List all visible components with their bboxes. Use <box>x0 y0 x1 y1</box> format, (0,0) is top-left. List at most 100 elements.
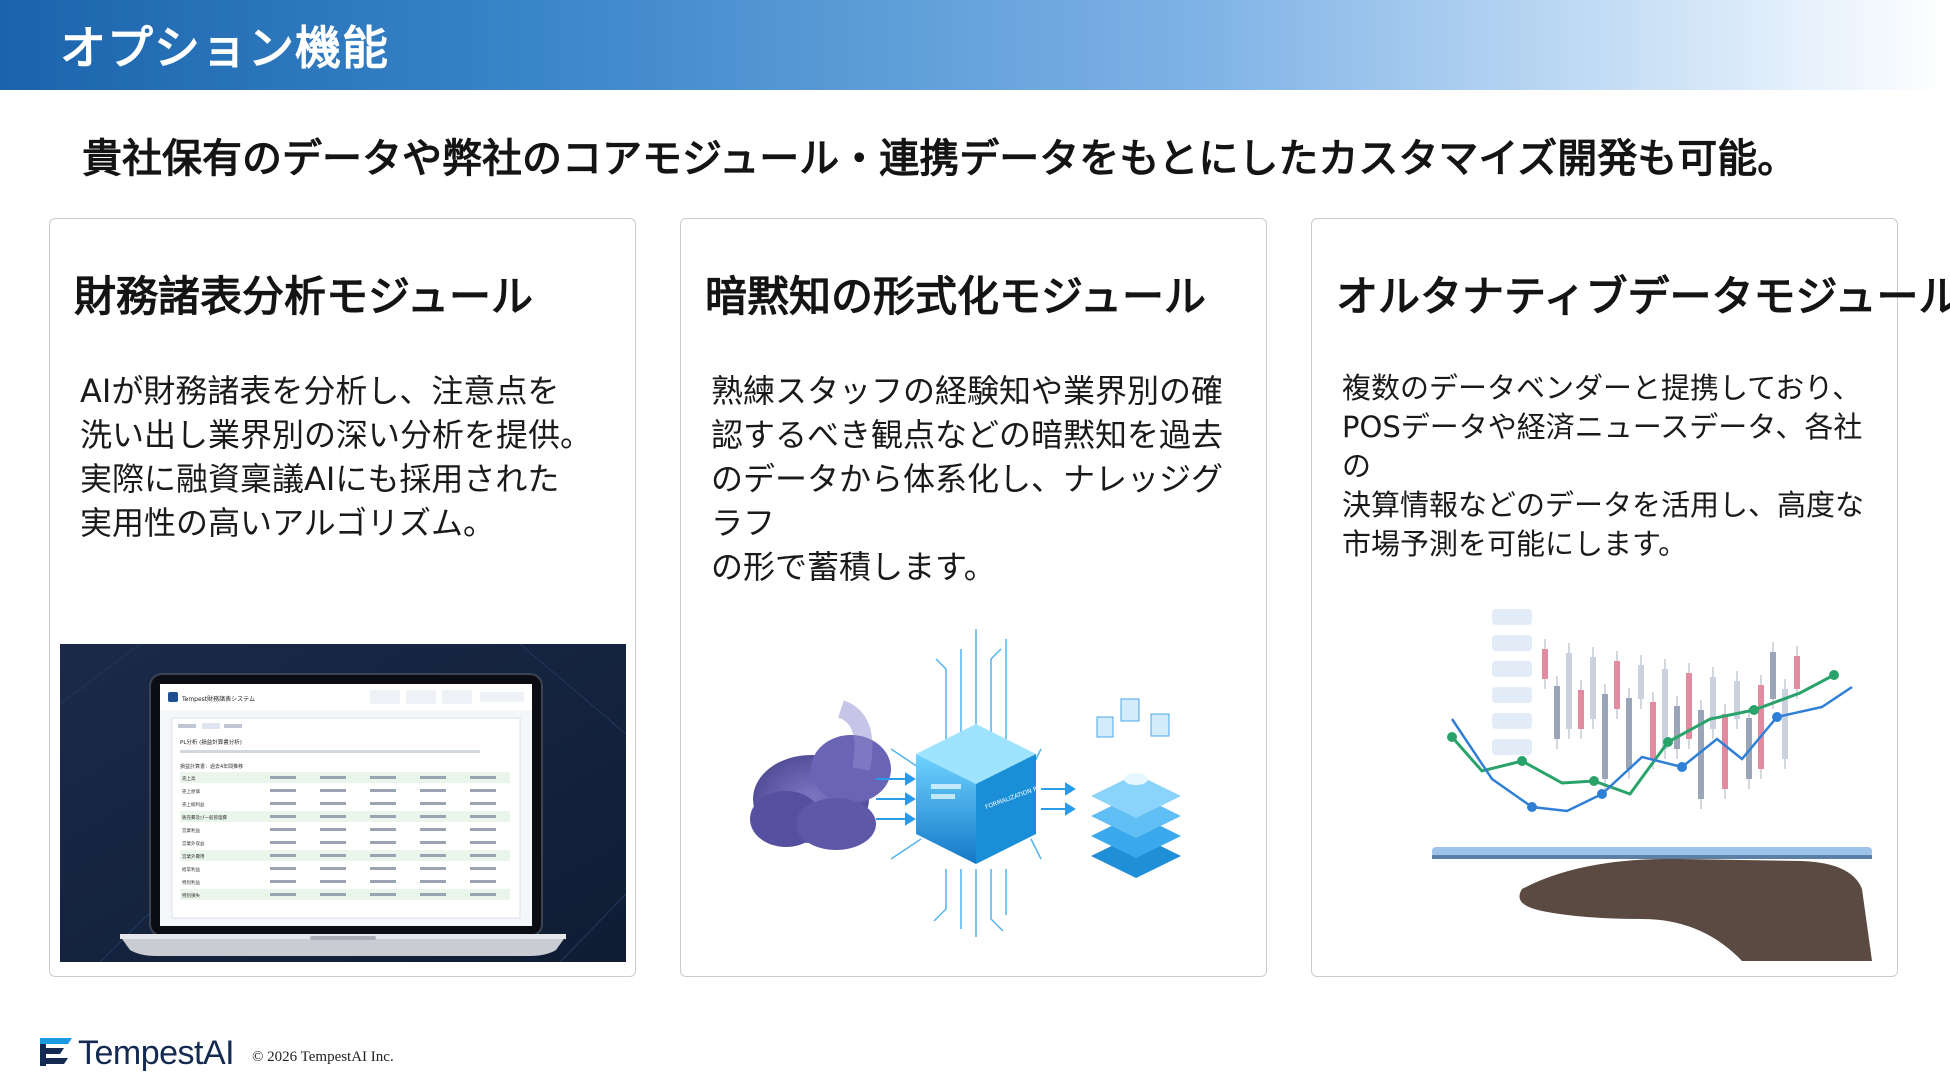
table-row-label: 売上原価 <box>182 788 200 795</box>
candle-body <box>1686 673 1692 739</box>
module-card-alternative-data: オルタナティブデータモジュール 複数のデータベンダーと提携しており、 POSデー… <box>1311 218 1950 977</box>
candle-body <box>1638 665 1644 699</box>
card-description-line: のデータから体系化し、ナレッジグラフ <box>711 460 1224 542</box>
table-row-label: 売上高 <box>182 775 196 782</box>
table-cell <box>470 828 496 831</box>
table-cell <box>320 893 346 896</box>
dashboard-ghost-panels <box>1492 609 1532 755</box>
knowledge-formalization-illustration: FORMALIZATION PROCESS <box>750 629 1181 937</box>
table-cell <box>270 789 296 792</box>
candle-body <box>1746 718 1752 779</box>
card-description-line: 熟練スタッフの経験知や業界別の確 <box>711 372 1224 410</box>
table-cell <box>370 880 396 883</box>
table-row-label: 特別損失 <box>182 892 200 899</box>
table-cell <box>470 880 496 883</box>
candle-body <box>1602 694 1608 779</box>
table-cell <box>370 854 396 857</box>
card-description-line: 洗い出し業界別の深い分析を提供。 <box>80 416 593 454</box>
candle-body <box>1794 656 1800 689</box>
table-cell <box>470 815 496 818</box>
tempestai-logo-icon <box>40 1038 72 1066</box>
table-cell <box>470 802 496 805</box>
table-cell <box>470 893 496 896</box>
card-description-line: 認するべき観点などの暗黙知を過去 <box>711 416 1224 454</box>
dashboard-table-header: 損益計算書：過去4年間推移 <box>180 763 243 770</box>
hand-icon <box>1519 858 1872 961</box>
candle-body <box>1698 710 1704 799</box>
table-cell <box>270 867 296 870</box>
table-row-label: 経常利益 <box>182 866 200 873</box>
table-cell <box>370 841 396 844</box>
card-description-line: AIが財務諸表を分析し、注意点を <box>80 372 560 410</box>
table-row-label: 特別利益 <box>182 879 200 886</box>
candlestick-chart <box>1542 639 1800 809</box>
card-description-line: の形で蓄積します。 <box>711 548 996 586</box>
table-cell <box>320 802 346 805</box>
circuit-lines-icon <box>890 629 1042 937</box>
dashboard-section-title: PL分析 (損益計算書分析) <box>180 738 242 746</box>
card-description-line: 決算情報などのデータを活用し、高度な <box>1342 488 1865 522</box>
trend-line-blue <box>1450 685 1853 813</box>
table-cell <box>420 841 446 844</box>
candle-body <box>1542 649 1548 679</box>
table-row-label: 販売費及び一般管理費 <box>182 814 227 821</box>
card-description-line: 実用性の高いアルゴリズム。 <box>80 504 496 542</box>
card-description: 複数のデータベンダーと提携しており、 POSデータや経済ニュースデータ、各社の … <box>1342 369 1882 564</box>
table-cell <box>420 776 446 779</box>
table-cell <box>470 776 496 779</box>
candle-body <box>1770 652 1776 699</box>
candle-body <box>1734 681 1740 719</box>
table-cell <box>470 867 496 870</box>
table-cell <box>270 893 296 896</box>
dashboard-table: 売上高売上原価売上総利益販売費及び一般管理費営業利益営業外収益営業外費用経常利益… <box>180 772 510 900</box>
laptop-dashboard-image: Tempest財務諸表システム PL分析 (損益計算書分析) 損益計算書：過去4… <box>60 644 626 962</box>
table-cell <box>320 815 346 818</box>
table-cell <box>420 802 446 805</box>
table-row-label: 営業外費用 <box>182 853 205 860</box>
table-cell <box>270 880 296 883</box>
processing-cube-icon: FORMALIZATION PROCESS <box>916 724 1061 864</box>
table-row-label: 売上総利益 <box>182 801 205 808</box>
candle-body <box>1722 714 1728 789</box>
card-description-line: POSデータや経済ニュースデータ、各社の <box>1342 410 1863 483</box>
table-cell <box>270 841 296 844</box>
candle-body <box>1782 689 1788 759</box>
card-title: オルタナティブデータモジュール <box>1336 272 1950 321</box>
table-cell <box>420 893 446 896</box>
table-cell <box>320 828 346 831</box>
table-cell <box>370 815 396 818</box>
candle-body <box>1710 677 1716 729</box>
card-description: 熟練スタッフの経験知や業界別の確 認するべき観点などの暗黙知を過去 のデータから… <box>711 369 1251 589</box>
candle-body <box>1578 690 1584 729</box>
forecast-line-green <box>1450 673 1835 796</box>
candle-body <box>1590 657 1596 719</box>
table-cell <box>370 828 396 831</box>
table-cell <box>470 854 496 857</box>
card-description-line: 複数のデータベンダーと提携しており、 <box>1342 371 1862 405</box>
table-cell <box>420 789 446 792</box>
table-cell <box>370 893 396 896</box>
card-description-line: 市場予測を可能にします。 <box>1342 527 1688 561</box>
line-markers-blue <box>1527 712 1782 812</box>
table-cell <box>320 854 346 857</box>
candle-body <box>1626 698 1632 769</box>
candle-body <box>1662 669 1668 749</box>
table-cell <box>270 815 296 818</box>
table-row-label: 営業外収益 <box>182 840 205 847</box>
stacked-layers-icon <box>1091 698 1181 878</box>
card-title: 財務諸表分析モジュール <box>74 272 534 321</box>
candle-body <box>1758 685 1764 769</box>
footer-copyright: © 2026 TempestAI Inc. <box>252 1049 394 1065</box>
data-cloud-icon <box>750 700 891 850</box>
headline: 貴社保有のデータや弊社のコアモジュール・連携データをもとにしたカスタマイズ開発も… <box>82 136 1798 182</box>
candle-body <box>1614 661 1620 709</box>
table-cell <box>470 841 496 844</box>
table-cell <box>320 776 346 779</box>
table-row-label: 営業利益 <box>182 827 200 834</box>
market-forecast-illustration <box>1432 609 1872 961</box>
dashboard-app-title: Tempest財務諸表システム <box>181 695 255 703</box>
table-cell <box>270 776 296 779</box>
card-description: AIが財務諸表を分析し、注意点を 洗い出し業界別の深い分析を提供。 実際に融資稟… <box>80 369 620 545</box>
candle-body <box>1650 702 1656 759</box>
table-cell <box>420 854 446 857</box>
